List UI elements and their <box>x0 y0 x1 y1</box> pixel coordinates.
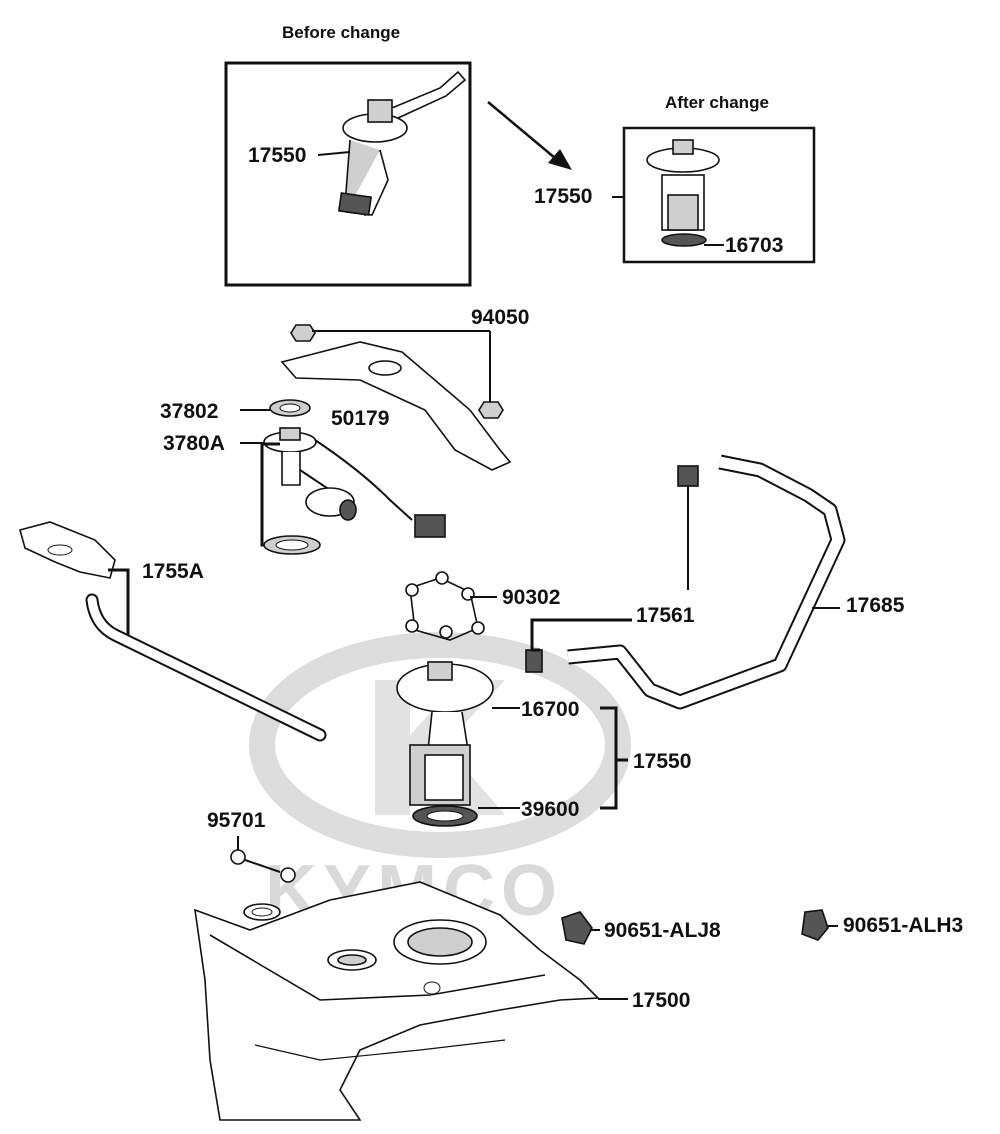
fuel-level-sensor <box>260 399 446 555</box>
after-change-box: After change 17550 16703 <box>534 93 816 264</box>
fuel-pump-old-illustration <box>337 70 467 217</box>
clip-icon <box>561 911 593 945</box>
part-16703: 16703 <box>725 234 783 257</box>
bolt-icon <box>471 621 485 635</box>
bolt-icon <box>280 867 296 883</box>
part-16700: 16700 <box>521 698 579 721</box>
bolt-icon <box>439 625 453 639</box>
nut-icon <box>478 401 504 419</box>
part-17550-after: 17550 <box>534 185 592 208</box>
clip-icon <box>801 909 829 941</box>
part-1755A: 1755A <box>142 560 204 583</box>
part-17561: 17561 <box>636 604 695 627</box>
before-change-box: Before change 17550 <box>224 23 472 287</box>
nut-icon <box>290 324 316 342</box>
bolts-95701: 95701 <box>207 809 296 883</box>
part-37802: 37802 <box>160 400 218 423</box>
clamp-icon <box>525 649 543 673</box>
fuel-tank <box>194 881 628 1121</box>
bolt-icon <box>405 619 419 633</box>
change-arrow <box>487 101 572 170</box>
bracket-assembly <box>280 324 512 471</box>
part-3780A: 3780A <box>163 432 225 455</box>
part-94050: 94050 <box>471 306 529 329</box>
fuel-hose-assembly <box>525 454 846 710</box>
before-change-caption: Before change <box>282 23 400 42</box>
part-90651-ALJ8: 90651-ALJ8 <box>604 919 721 942</box>
after-change-caption: After change <box>665 93 769 112</box>
clamp-icon <box>677 465 699 487</box>
fuel-pump-new-illustration <box>646 139 720 247</box>
part-90651-ALH3: 90651-ALH3 <box>843 914 963 937</box>
bolt-icon <box>405 583 419 597</box>
part-95701: 95701 <box>207 809 266 832</box>
bolt-icon <box>230 849 246 865</box>
part-90302: 90302 <box>502 586 560 609</box>
part-17550-main: 17550 <box>633 750 691 773</box>
part-50179: 50179 <box>331 407 389 430</box>
clip-alh3: 90651-ALH3 <box>801 909 963 941</box>
part-17500: 17500 <box>632 989 690 1012</box>
part-39600: 39600 <box>521 798 579 821</box>
vent-hose-assembly <box>19 521 327 742</box>
part-17550-before: 17550 <box>248 144 306 167</box>
bolt-ring <box>405 571 497 641</box>
bolt-icon <box>435 571 449 585</box>
fuel-pump-main <box>396 661 494 827</box>
clip-alj8: 90651-ALJ8 <box>561 911 721 945</box>
bolt-icon <box>461 587 475 601</box>
part-17685: 17685 <box>846 594 905 617</box>
